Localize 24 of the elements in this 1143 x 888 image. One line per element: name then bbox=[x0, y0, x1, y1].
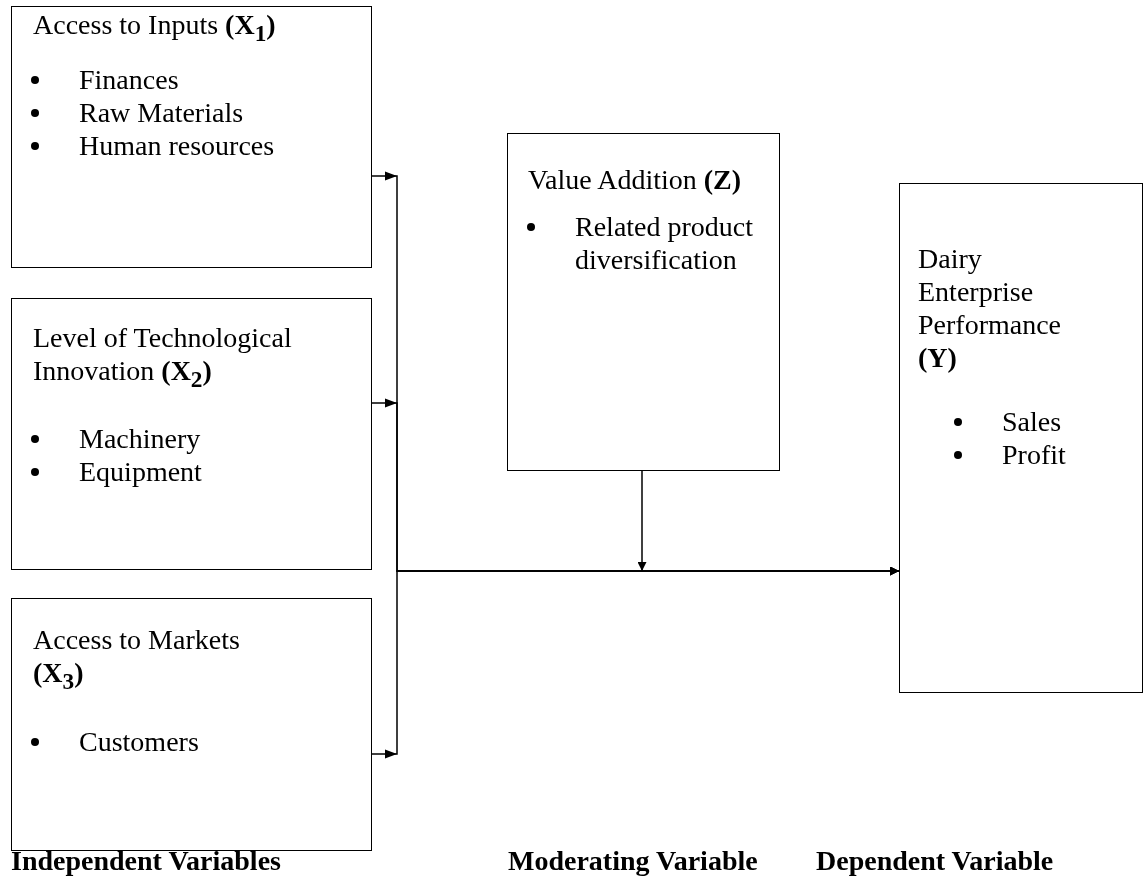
bullet-item: Raw Materials bbox=[28, 96, 275, 129]
arrow bbox=[371, 566, 900, 755]
bullet-item: Machinery bbox=[28, 422, 202, 455]
variable-heading: Level of Technological Innovation (X$_{2}$) bbox=[33, 321, 293, 394]
bullet-item: Sales bbox=[951, 405, 1066, 438]
bullet-item: Human resources bbox=[28, 129, 275, 162]
variable-box bbox=[11, 298, 372, 570]
variable-box bbox=[11, 598, 372, 851]
variable-box bbox=[507, 133, 780, 471]
column-label: Independent Variables bbox=[11, 845, 281, 877]
variable-box bbox=[11, 6, 372, 268]
bullet-item: Finances bbox=[28, 63, 275, 96]
variable-heading: Access to Markets (X$_{3}$) bbox=[33, 623, 241, 696]
column-label: Dependent Variable bbox=[816, 845, 1054, 877]
bullet-item: Related product diversification bbox=[524, 210, 774, 276]
variable-box bbox=[899, 183, 1143, 693]
bullet-item: Profit bbox=[951, 438, 1066, 471]
variable-heading: Access to Inputs (X$_{1}$) bbox=[33, 8, 277, 48]
bullet-item: Equipment bbox=[28, 455, 202, 488]
bullet-item: Customers bbox=[28, 725, 199, 758]
arrow bbox=[637, 470, 647, 572]
variable-heading: Value Addition (Z) bbox=[528, 163, 743, 196]
variable-heading: Dairy Enterprise Performance (Y) bbox=[918, 242, 1063, 374]
column-label: Moderating Variable bbox=[508, 845, 758, 877]
